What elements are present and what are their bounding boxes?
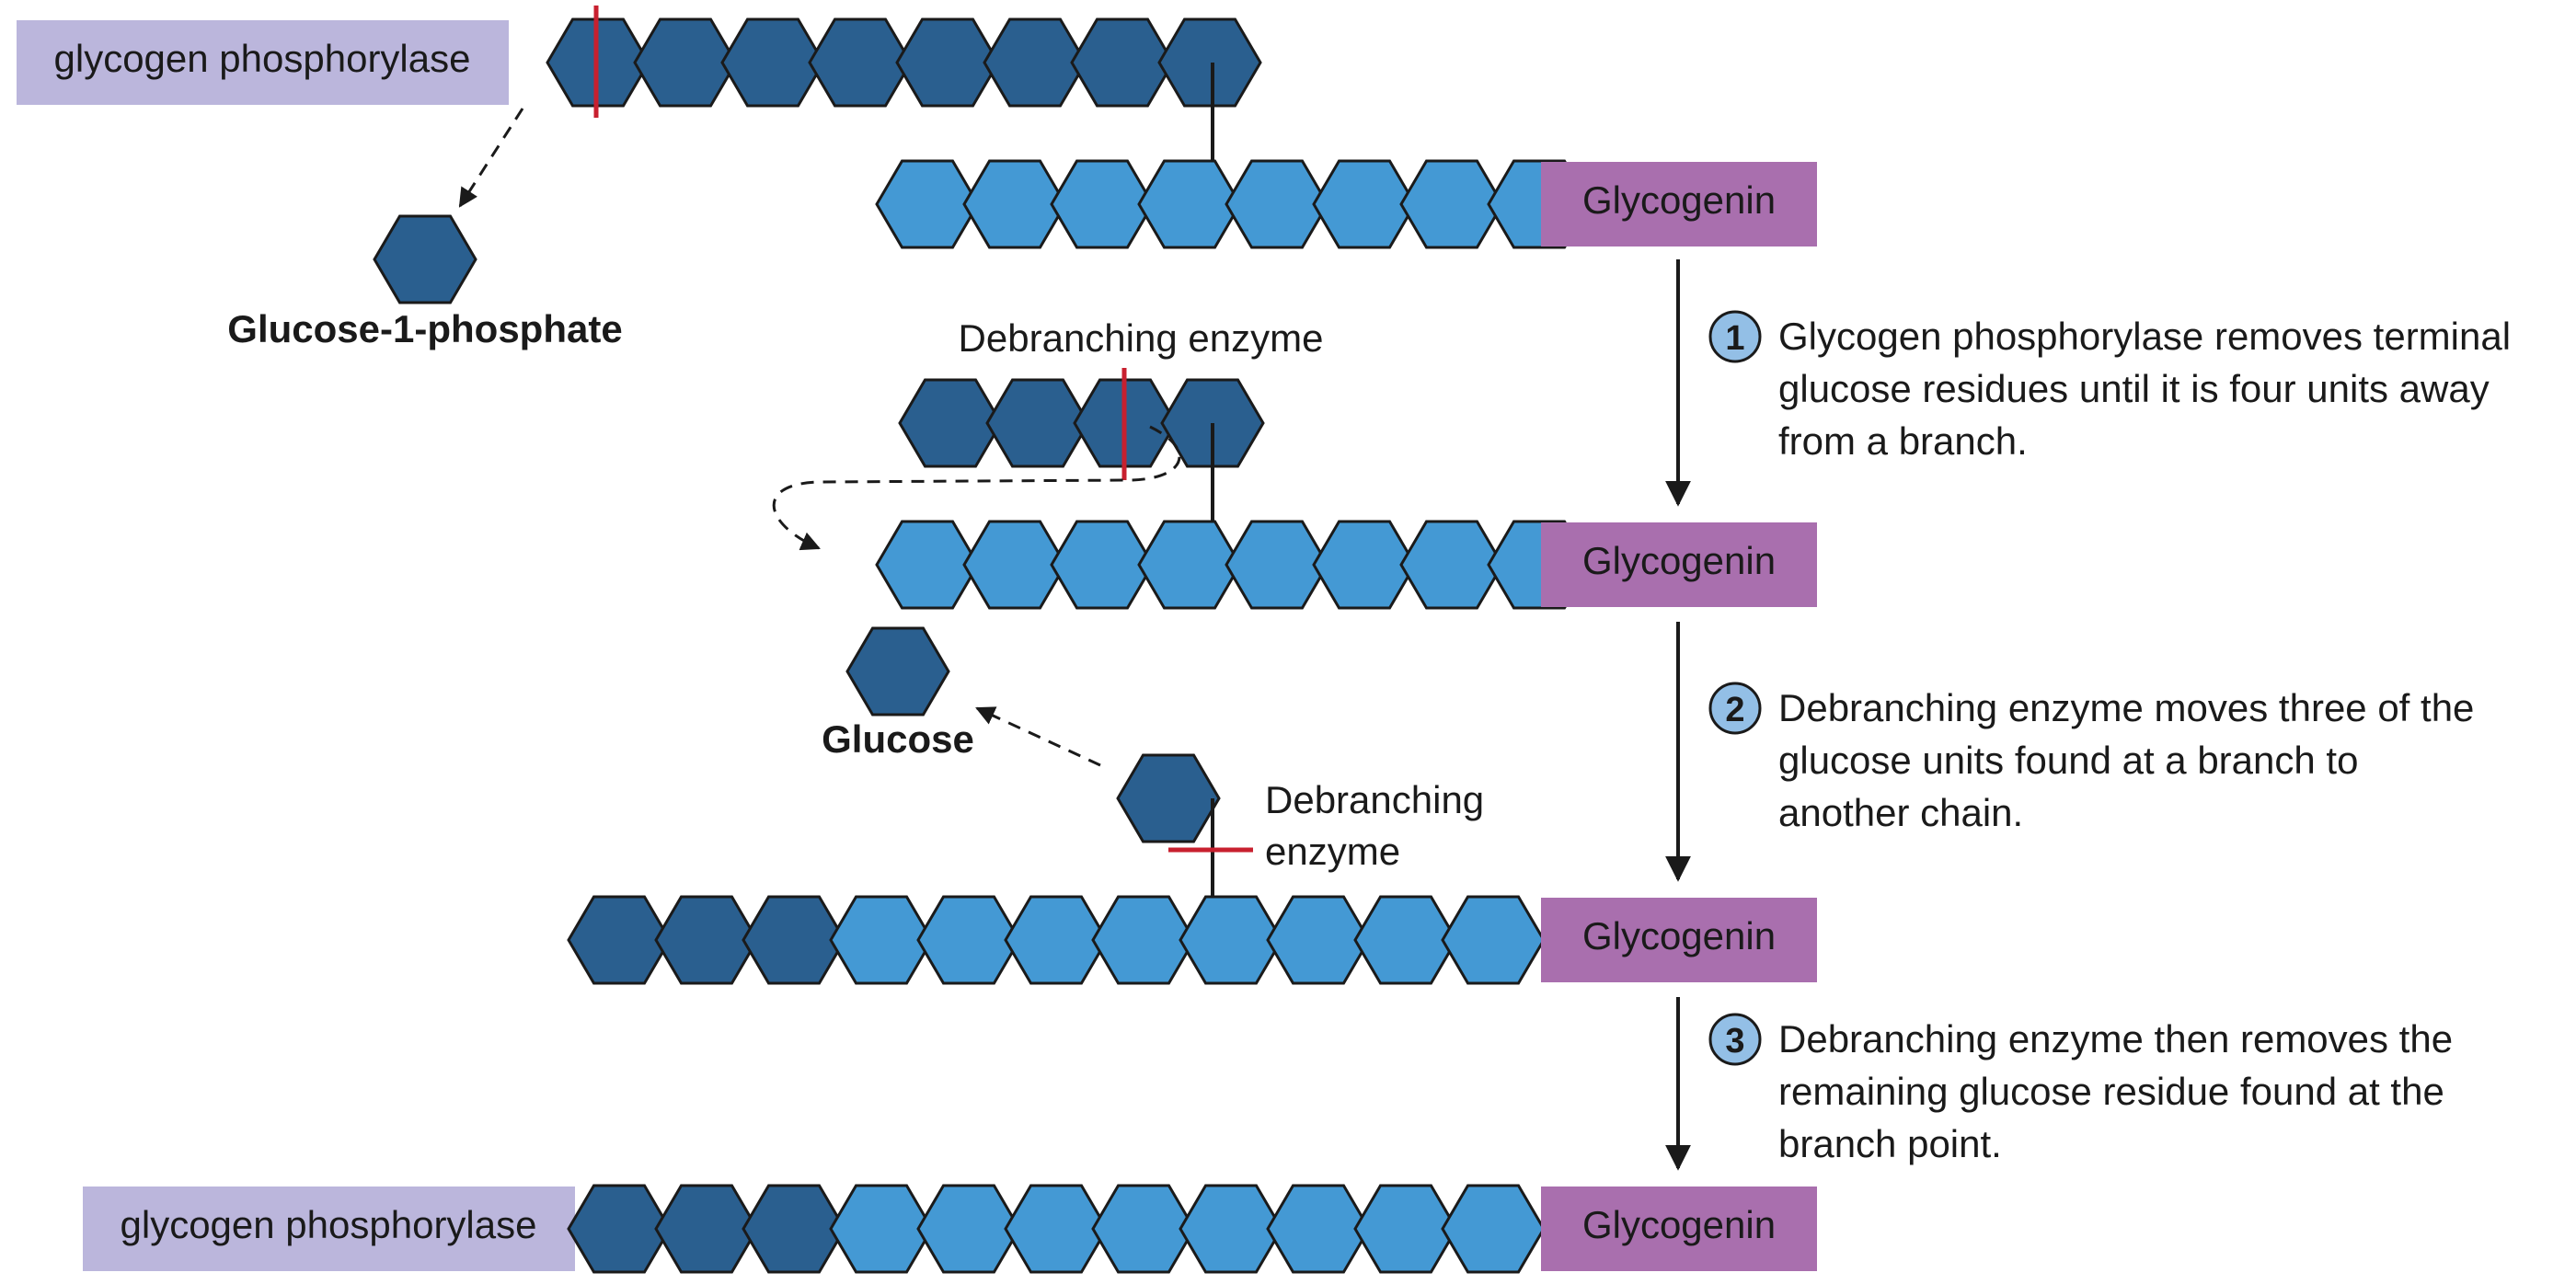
glycogenin-box-1 [1541, 162, 1817, 246]
glucose-unit [845, 626, 950, 717]
step-number-1: 1 [1725, 319, 1744, 358]
release-arrow-1 [458, 108, 524, 208]
glucose-unit [373, 214, 477, 304]
step-text-1-line-3: from a branch. [1778, 419, 2028, 463]
debranching-enzyme-label-mid-1: Debranching [1265, 778, 1484, 821]
step-text-3-line-3: branch point. [1778, 1122, 2002, 1165]
glycogenin-label-1: Glycogenin [1582, 178, 1776, 222]
glucose-1-phosphate-molecule [373, 214, 477, 304]
glycogenin-label-3: Glycogenin [1582, 914, 1776, 957]
step-text-2-line-3: another chain. [1778, 791, 2023, 834]
step-badge-2 [1708, 682, 1762, 735]
step-text-1-line-2: glucose residues until it is four units … [1778, 367, 2490, 410]
glucose-unit [1441, 895, 1546, 985]
glucose-chain-top-main [875, 159, 1592, 249]
glucose-chain-stage2-main [567, 895, 1546, 985]
step-number-3: 3 [1725, 1022, 1744, 1060]
glucose-chain-top-branch [546, 17, 1262, 108]
glycogenin-label-4: Glycogenin [1582, 1203, 1776, 1246]
glucose-chain-stage1-main [875, 520, 1592, 610]
phosphorylase-label-bottom: glycogen phosphorylase [121, 1203, 537, 1246]
glycogenin-box-3 [1541, 898, 1817, 982]
step-number-2: 2 [1725, 691, 1744, 729]
glucose-chain-final [567, 1184, 1546, 1274]
debranching-enzyme-label-mid-2: enzyme [1265, 830, 1400, 873]
step-badge-3 [1708, 1013, 1762, 1066]
step-text-1-line-1: Glycogen phosphorylase removes terminal [1778, 315, 2511, 358]
step-text-2-line-1: Debranching enzyme moves three of the [1778, 686, 2474, 729]
transfer-arrow [772, 425, 1181, 551]
step-badge-1 [1708, 310, 1762, 363]
glucose-chain-stage1-branch [898, 378, 1265, 468]
single-branch-glucose [1116, 753, 1221, 843]
glycogenin-label-2: Glycogenin [1582, 539, 1776, 582]
glucose-unit [1116, 753, 1221, 843]
glucose-unit [1157, 17, 1262, 108]
free-glucose-molecule [845, 626, 950, 717]
glycogenin-box-2 [1541, 522, 1817, 607]
phosphorylase-box-bottom [83, 1187, 575, 1271]
glycogenin-box-4 [1541, 1187, 1817, 1271]
debranching-enzyme-label-top: Debranching enzyme [959, 316, 1324, 360]
step-text-2-line-2: glucose units found at a branch to [1778, 739, 2358, 782]
glucose-1-phosphate-label: Glucose-1-phosphate [227, 307, 622, 350]
glucose-release-arrow [975, 706, 1101, 767]
phosphorylase-label-top: glycogen phosphorylase [54, 37, 471, 80]
phosphorylase-box-top [17, 20, 509, 105]
glucose-label: Glucose [822, 717, 974, 761]
glucose-unit [1441, 1184, 1546, 1274]
step-text-3-line-2: remaining glucose residue found at the [1778, 1070, 2444, 1113]
step-text-3-line-1: Debranching enzyme then removes the [1778, 1017, 2453, 1060]
